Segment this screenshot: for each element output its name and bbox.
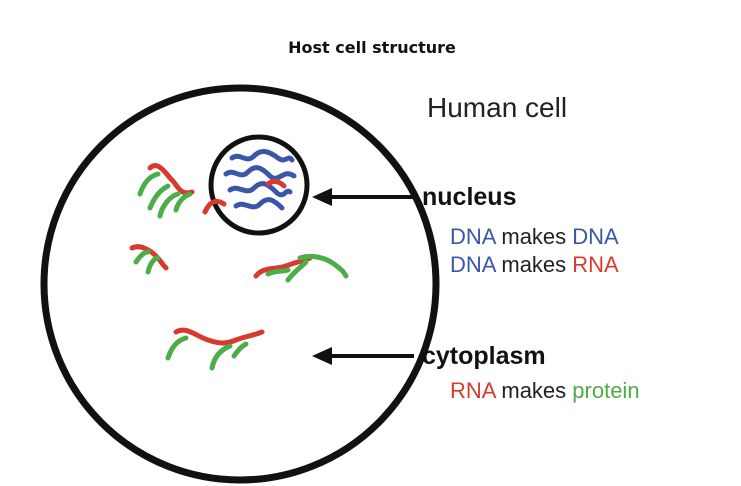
cytoplasm-label: cytoplasm <box>422 342 546 370</box>
nucleus-function-line: DNA makes DNA <box>450 224 619 249</box>
dna-strands <box>223 149 297 211</box>
dna-strand <box>229 149 295 163</box>
nucleus-label: nucleus <box>422 183 516 211</box>
cell-membrane <box>40 84 440 484</box>
rna-strand <box>265 178 287 189</box>
line-part: RNA <box>572 252 619 277</box>
dna-strand <box>223 165 297 181</box>
line-part: makes <box>495 224 572 249</box>
dna-strand <box>227 181 293 198</box>
cytoplasm-arrow <box>312 347 414 365</box>
diagram-title: Host cell structure <box>288 38 456 57</box>
line-part: DNA <box>450 252 497 277</box>
line-part: protein <box>572 378 639 403</box>
line-part: RNA <box>450 378 497 403</box>
nucleus-membrane <box>208 134 310 236</box>
nucleus-arrow <box>312 188 414 206</box>
rna-protein-cluster <box>129 244 169 275</box>
dna-strand <box>233 197 285 211</box>
line-part: DNA <box>450 224 497 249</box>
nucleus-function-line: DNA makes RNA <box>450 252 619 277</box>
rna-strand <box>202 198 227 215</box>
cell-label: Human cell <box>427 92 567 123</box>
rna-protein-cluster <box>253 253 349 283</box>
line-part: makes <box>495 378 572 403</box>
line-part: DNA <box>572 224 619 249</box>
cytoplasm-function-line: RNA makes protein <box>450 378 640 403</box>
line-part: makes <box>495 252 572 277</box>
rna-protein-cluster <box>165 327 265 371</box>
rna-protein-cluster <box>137 163 195 219</box>
